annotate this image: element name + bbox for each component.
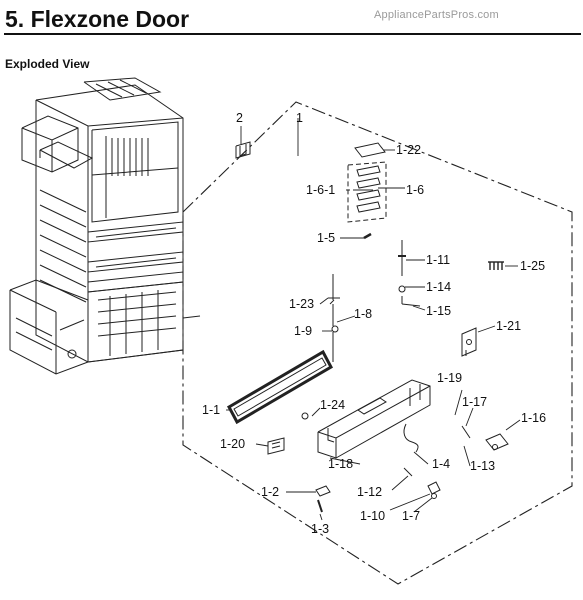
callout-1-21: 1-21: [496, 319, 521, 333]
callout-1-9: 1-9: [294, 324, 312, 338]
callout-1-15: 1-15: [426, 304, 451, 318]
callout-1-2: 1-2: [261, 485, 279, 499]
part-1-1-gasket-frame-shape: [226, 349, 334, 425]
part-1-20-bracket-shape: [267, 437, 285, 455]
callout-1-4: 1-4: [432, 457, 450, 471]
callout-1-23: 1-23: [289, 297, 314, 311]
callout-1-3: 1-3: [311, 522, 329, 536]
callout-1-6: 1-6: [406, 183, 424, 197]
callout-1-14: 1-14: [426, 280, 451, 294]
part-1-4-wire-shape: [403, 423, 419, 453]
parts-illustration: [226, 141, 509, 513]
part-1-12-pin-shape: [403, 467, 441, 499]
part-1-5-shape: [363, 232, 372, 240]
assembly-boundary: [182, 101, 573, 585]
callout-1-11: 1-11: [426, 253, 450, 267]
callout-1-25: 1-25: [520, 259, 545, 273]
part-1-11-hinge-pin-shape: [398, 240, 421, 307]
callout-1-10: 1-10: [360, 509, 385, 523]
callout-1-24: 1-24: [320, 398, 345, 412]
part-1-25-screws-shape: [488, 261, 504, 270]
callout-1: 1: [296, 111, 303, 125]
section-title: Exploded View: [5, 57, 90, 71]
callout-1-16: 1-16: [521, 411, 546, 425]
callout-1-5: 1-5: [317, 231, 335, 245]
callout-1-8: 1-8: [354, 307, 372, 321]
callout-1-20: 1-20: [220, 437, 245, 451]
callout-1-1: 1-1: [202, 403, 220, 417]
callout-1-22: 1-22: [396, 143, 421, 157]
part-1-23-pin-shape: [328, 274, 340, 362]
part-2-bracket-shape: [235, 141, 251, 159]
callout-1-19: 1-19: [437, 371, 462, 385]
part-1-2-shape: [315, 485, 331, 513]
callout-1-12: 1-12: [357, 485, 382, 499]
callout-1-13: 1-13: [470, 459, 495, 473]
callout-2: 2: [236, 111, 243, 125]
part-1-6-assembly-shape: [346, 161, 387, 223]
refrigerator-cabinet-illustration: [9, 77, 201, 375]
page-title: 5. Flexzone Door: [5, 6, 190, 32]
callout-1-6-1: 1-6-1: [306, 183, 335, 197]
part-1-18-door-body-shape: [317, 379, 431, 459]
part-1-16-hinge-shape: [461, 425, 509, 451]
callout-1-17: 1-17: [462, 395, 487, 409]
callout-1-7: 1-7: [402, 509, 420, 523]
part-1-21-bracket-shape: [461, 327, 477, 357]
part-callouts: 2 1 1-22 1-6-1 1-6 1-5 1-11 1-25 1-14 1-…: [202, 111, 546, 536]
title-divider: [4, 33, 581, 35]
watermark: AppliancePartsPros.com: [374, 9, 499, 21]
part-1-24-shape: [301, 412, 309, 420]
leader-lines: [226, 118, 521, 521]
callout-1-18: 1-18: [328, 457, 353, 471]
part-1-22-cover-shape: [354, 142, 386, 158]
